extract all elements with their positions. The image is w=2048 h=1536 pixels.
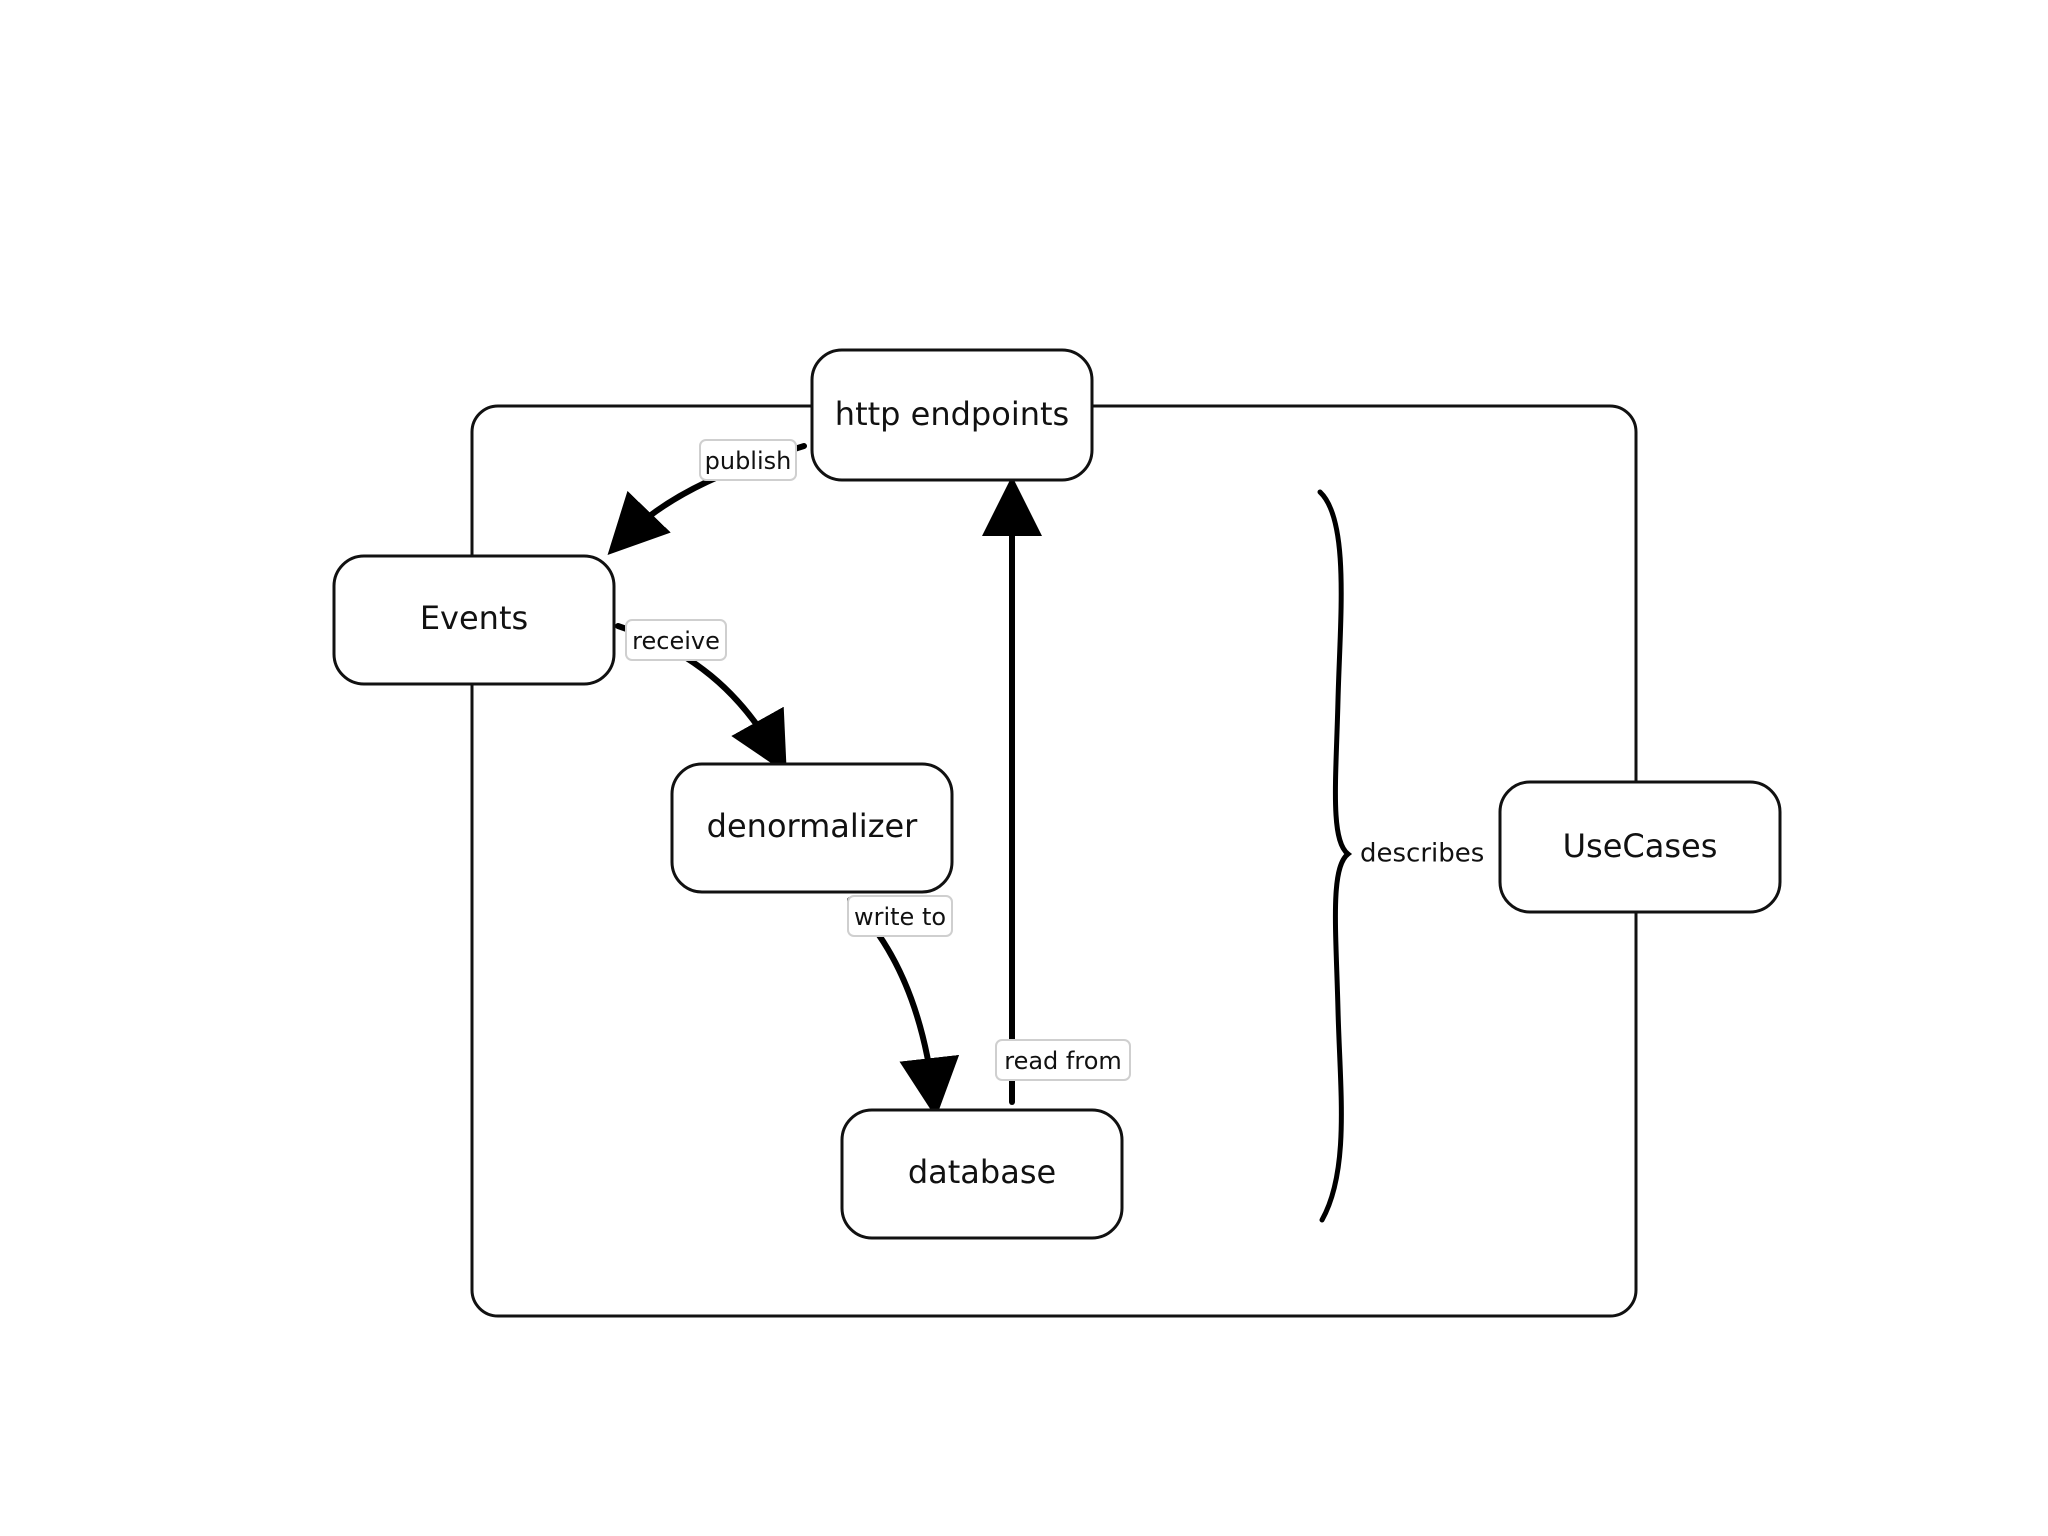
node-http-endpoints[interactable]: http endpoints xyxy=(810,348,1094,482)
svg-text:read from: read from xyxy=(1004,1047,1122,1075)
node-http-endpoints-label: http endpoints xyxy=(835,395,1069,433)
brace-label-describes: describes xyxy=(1360,839,1484,869)
node-database[interactable]: database xyxy=(840,1108,1124,1240)
node-usecases-label: UseCases xyxy=(1563,827,1718,865)
edge-label-receive: receive xyxy=(625,619,727,661)
svg-text:write to: write to xyxy=(854,903,946,931)
node-denormalizer-label: denormalizer xyxy=(707,807,919,845)
edge-label-write-to: write to xyxy=(847,895,953,937)
node-usecases[interactable]: UseCases xyxy=(1498,780,1782,914)
svg-text:receive: receive xyxy=(632,627,720,655)
node-events-label: Events xyxy=(420,599,528,637)
node-denormalizer[interactable]: denormalizer xyxy=(670,762,954,894)
node-database-label: database xyxy=(908,1153,1056,1191)
svg-text:publish: publish xyxy=(705,447,792,475)
edge-label-read-from: read from xyxy=(995,1039,1131,1081)
edge-label-publish: publish xyxy=(699,439,797,481)
node-events[interactable]: Events xyxy=(332,554,616,686)
right-curly-brace xyxy=(1317,489,1353,1223)
